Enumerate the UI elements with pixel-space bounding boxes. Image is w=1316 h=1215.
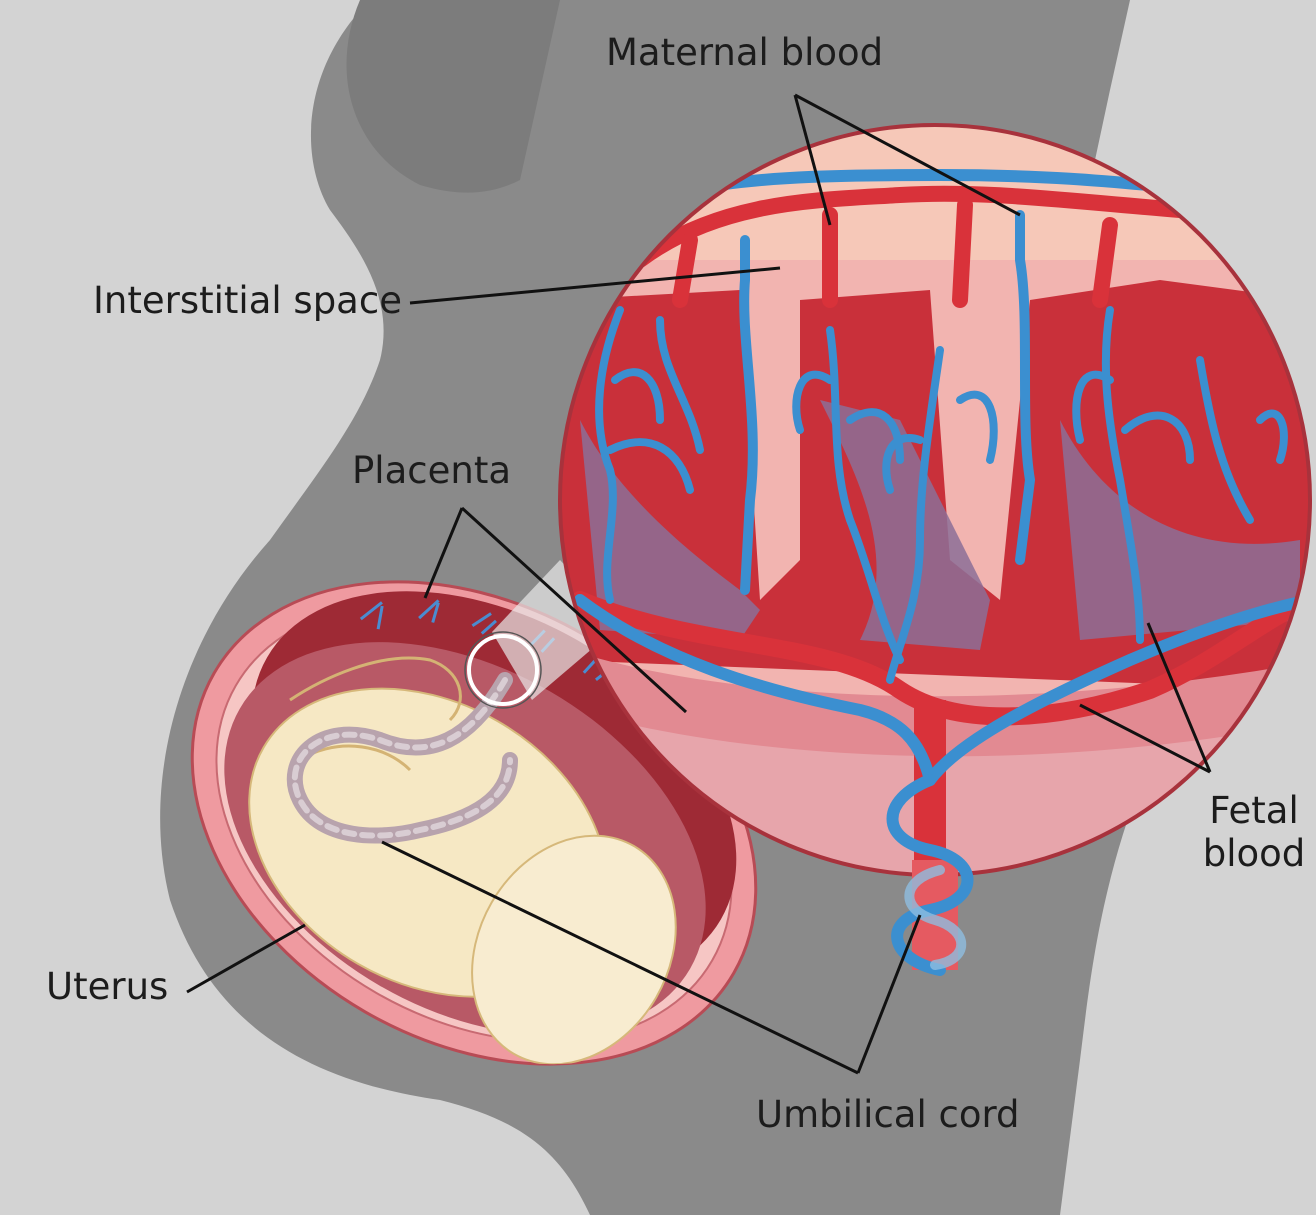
label-fetal-blood-line2: blood (1196, 833, 1312, 876)
label-placenta: Placenta (352, 450, 511, 493)
label-fetal-blood-line1: Fetal (1196, 790, 1312, 833)
label-uterus: Uterus (46, 966, 168, 1009)
label-interstitial-space: Interstitial space (93, 280, 402, 323)
label-maternal-blood: Maternal blood (606, 32, 883, 75)
label-umbilical-cord: Umbilical cord (756, 1094, 1020, 1137)
label-fetal-blood: Fetal blood (1196, 790, 1312, 875)
